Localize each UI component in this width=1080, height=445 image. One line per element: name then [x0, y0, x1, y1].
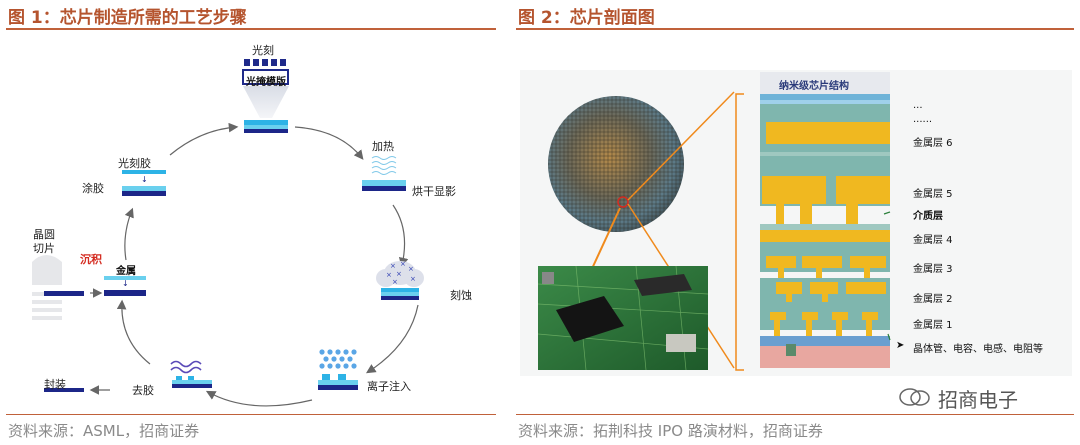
layer-label-dots-1: ... [913, 100, 923, 111]
layer-label-metal-4: 金属层 4 [913, 235, 953, 246]
layer-label-metal-5: 金属层 5 [913, 189, 953, 200]
figure-2-title: 图 2：芯片剖面图 [518, 8, 655, 28]
label-heating: 加热 [372, 140, 394, 153]
layer-label-devices: 晶体管、电容、电感、电阻等 [913, 344, 1043, 355]
substrate [760, 346, 890, 368]
figure-1-source: 资料来源：ASML，招商证券 [8, 422, 200, 440]
chip-cross-section-diagram [520, 70, 1072, 376]
label-photoresist: 光刻胶 [118, 157, 151, 170]
svg-text:×: × [396, 270, 402, 278]
wafer-layer-icon: ↓ [104, 276, 146, 296]
label-deposition: 沉积 [80, 253, 102, 266]
figure-1-title: 图 1：芯片制造所需的工艺步骤 [8, 8, 247, 28]
package-chip-icon [44, 388, 84, 392]
svg-text:×: × [392, 278, 398, 286]
metal-layer-2 [776, 282, 802, 294]
figure-2-source-rule [516, 414, 1074, 415]
label-ion-implant: 离子注入 [367, 380, 411, 393]
bottom-pointer [887, 333, 891, 341]
photomask-icon [242, 59, 289, 85]
strip-wave-icon [170, 360, 202, 374]
process-cycle-diagram: ××× ××× × [32, 59, 424, 407]
dielectric-layer [760, 224, 890, 230]
label-packaging: 封装 [44, 378, 66, 391]
metal-layer-1 [770, 312, 786, 320]
layer-label-metal-2: 金属层 2 [913, 294, 953, 305]
label-photomask: 光掩模版 [246, 77, 286, 88]
ion-beam-icon [319, 349, 357, 369]
label-strip: 去胶 [132, 384, 154, 397]
figure-1-source-rule [6, 414, 496, 415]
metal-layer-5 [762, 176, 826, 204]
zoom-line-top [627, 91, 735, 201]
label-wafer-slicing: 晶圆 切片 [33, 228, 55, 255]
svg-text:×: × [410, 275, 416, 283]
dielectric-pointer [883, 211, 891, 215]
label-metal: 金属 [116, 266, 136, 277]
wafer-layer-icon [362, 180, 406, 191]
layer-label-metal-6: 金属层 6 [913, 138, 953, 149]
metal-layer-4 [760, 230, 890, 242]
label-coating: 涂胶 [82, 182, 104, 195]
cycle-arrows [116, 122, 419, 407]
wafer-photo [548, 96, 684, 232]
wafer-layer-icon [381, 288, 419, 300]
label-bake-develop: 烘干显影 [412, 185, 456, 198]
wafer-layer-icon [172, 376, 212, 388]
metal-layer-6 [766, 122, 890, 144]
wafer-layer-icon [244, 120, 288, 133]
svg-text:×: × [386, 271, 392, 279]
watermark-logo-icon [898, 386, 932, 408]
layer-label-bottom-arrow: ➤ [896, 340, 905, 351]
wafer-layer-icon [318, 374, 358, 390]
structure-title: 纳米级芯片结构 [779, 81, 849, 92]
figure-2-source: 资料来源：拓荆科技 IPO 路演材料，招商证券 [518, 422, 823, 440]
layer-label-metal-1: 金属层 1 [913, 320, 953, 331]
svg-text:×: × [408, 265, 414, 273]
figure-2-title-rule [516, 28, 1074, 30]
label-etching: 刻蚀 [450, 289, 472, 302]
svg-text:×: × [390, 262, 396, 270]
layer-stack [760, 94, 890, 368]
light-beam-icon [243, 86, 289, 118]
wafer-ingot-icon [32, 255, 62, 320]
svg-text:×: × [400, 260, 406, 268]
wafer-slice-icon [44, 291, 84, 296]
heat-wave-icon [371, 156, 397, 175]
figure-1-title-rule [6, 28, 496, 30]
highlight-circle [617, 196, 629, 208]
svg-text:↓: ↓ [122, 279, 129, 288]
chip-icon [556, 296, 624, 342]
wafer-layer-icon: ↓ [122, 170, 166, 196]
svg-text:↓: ↓ [141, 175, 148, 184]
metal-layer-3 [766, 256, 796, 268]
label-lithography: 光刻 [252, 44, 274, 57]
pcb-photo [537, 265, 709, 371]
etch-cloud-icon: ××× ××× × [376, 260, 424, 287]
layer-label-dielectric: 介质层 [913, 211, 943, 222]
layer-label-dots-2: ...... [913, 114, 933, 125]
layer-label-metal-3: 金属层 3 [913, 264, 953, 275]
watermark-text: 招商电子 [938, 388, 1018, 412]
zoom-bracket [735, 93, 744, 371]
